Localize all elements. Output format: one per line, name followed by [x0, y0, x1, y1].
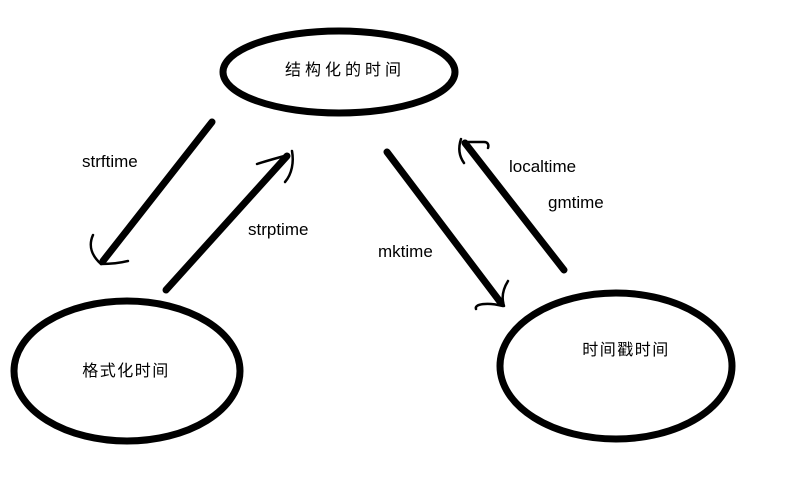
label-strptime: strptime	[248, 220, 308, 239]
arrow-strftime-head-bottom	[99, 259, 130, 266]
node-formatted-time-label: 格式化时间	[82, 362, 170, 380]
arrow-mktime	[383, 148, 510, 311]
arrow-strftime	[89, 118, 216, 266]
node-timestamp-time-ellipse	[496, 289, 736, 443]
arrow-strptime-shaft	[162, 152, 291, 294]
node-formatted-time: 格式化时间	[10, 297, 244, 445]
arrow-localtime-head-left	[458, 137, 466, 165]
arrow-localtime-shaft	[461, 139, 568, 274]
arrow-strptime-head-left	[255, 153, 290, 166]
node-structured-time-label: 结构化的时间	[285, 61, 405, 79]
label-gmtime: gmtime	[548, 193, 604, 212]
label-mktime: mktime	[378, 242, 433, 261]
arrow-strftime-shaft	[99, 118, 216, 265]
node-structured-time: 结构化的时间	[219, 27, 459, 117]
node-timestamp-time: 时间戳时间	[496, 289, 736, 443]
arrow-mktime-head-left	[474, 302, 505, 311]
arrow-mktime-shaft	[383, 148, 505, 307]
node-timestamp-time-label: 时间戳时间	[582, 341, 670, 359]
arrow-strptime	[162, 149, 294, 294]
arrow-localtime-head-top	[461, 140, 490, 150]
arrow-mktime-head-top	[501, 279, 510, 308]
label-localtime: localtime	[509, 157, 576, 176]
node-structured-time-ellipse	[219, 27, 459, 117]
node-formatted-time-ellipse	[10, 297, 244, 445]
arrow-localtime-gmtime	[458, 137, 568, 274]
label-strftime: strftime	[82, 152, 138, 171]
arrow-strptime-head-right	[283, 149, 294, 184]
arrow-strftime-head-left	[89, 233, 103, 266]
